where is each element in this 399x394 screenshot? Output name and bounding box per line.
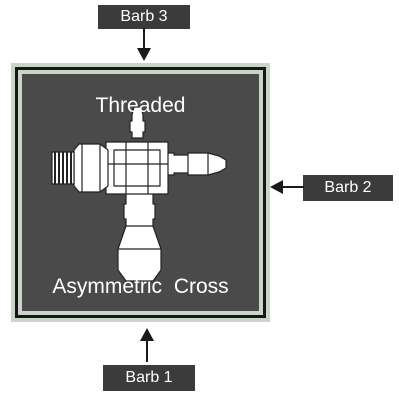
frame-inner-border: Threaded Asymmetric Cross <box>18 70 263 315</box>
barb-3 <box>129 106 146 139</box>
barb-1-label: Barb 1 <box>103 365 195 391</box>
barb-2-arrow <box>270 180 304 194</box>
product-caption-top: Threaded <box>95 94 186 117</box>
threaded-asymmetric-cross-fitting <box>51 106 227 282</box>
barb-3-arrow <box>137 28 151 61</box>
product-panel: Threaded Asymmetric Cross <box>22 74 259 311</box>
product-frame: Threaded Asymmetric Cross <box>11 63 270 322</box>
barb-2 <box>166 152 227 176</box>
barb-1 <box>117 191 162 282</box>
product-caption-bottom: Asymmetric Cross <box>52 275 229 298</box>
hex-nut <box>73 143 109 193</box>
barb-3-label: Barb 3 <box>98 5 190 29</box>
barb-1-arrow <box>140 328 154 362</box>
frame-border: Threaded Asymmetric Cross <box>15 67 266 318</box>
barb-2-label: Barb 2 <box>303 175 393 201</box>
